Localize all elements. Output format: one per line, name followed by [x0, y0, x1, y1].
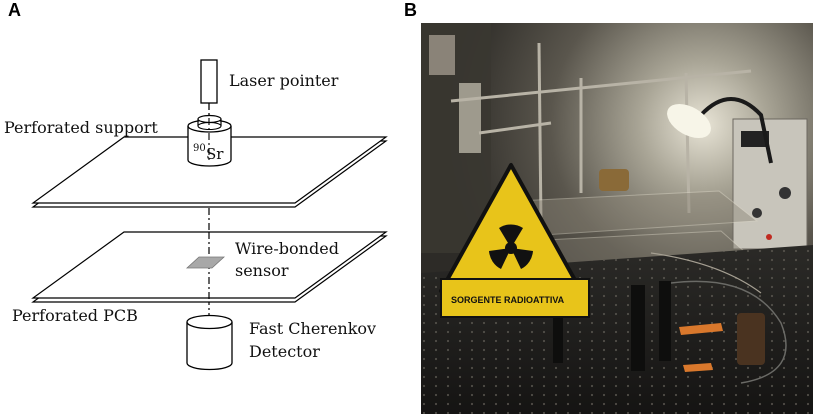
radiation-warning-sign: SORGENTE RADIOATTIVA — [439, 163, 590, 318]
source-mass-number: 90 — [193, 143, 206, 154]
detector-label-line1: Fast Cherenkov — [249, 319, 376, 338]
experimental-setup-photo: SORGENTE RADIOATTIVA — [421, 23, 813, 414]
sensor-label-line2: sensor — [235, 261, 289, 280]
perforated-pcb-label: Perforated PCB — [12, 306, 138, 325]
sensor-label-line1: Wire-bonded — [235, 239, 339, 258]
detector-in-photo — [737, 313, 765, 365]
source-element-symbol: Sr — [206, 145, 224, 163]
power-supply — [732, 118, 808, 250]
panel-b-letter: B — [404, 0, 417, 20]
detector-label-line2: Detector — [249, 342, 320, 361]
lamp — [667, 97, 773, 164]
sr90-source — [187, 103, 232, 167]
source-holder — [599, 169, 629, 191]
laser-pointer-label: Laser pointer — [229, 71, 339, 90]
cherenkov-detector — [186, 314, 233, 371]
panel-a-letter: A — [8, 0, 21, 20]
laser-pointer — [200, 59, 218, 104]
perforated-support-label: Perforated support — [4, 118, 158, 137]
perforated-support — [31, 136, 388, 208]
setup-diagram: Laser pointer Perforated support 90 Sr W… — [4, 59, 388, 371]
warning-sign-text: SORGENTE RADIOATTIVA — [451, 295, 565, 305]
wire-bonded-sensor — [185, 256, 226, 269]
